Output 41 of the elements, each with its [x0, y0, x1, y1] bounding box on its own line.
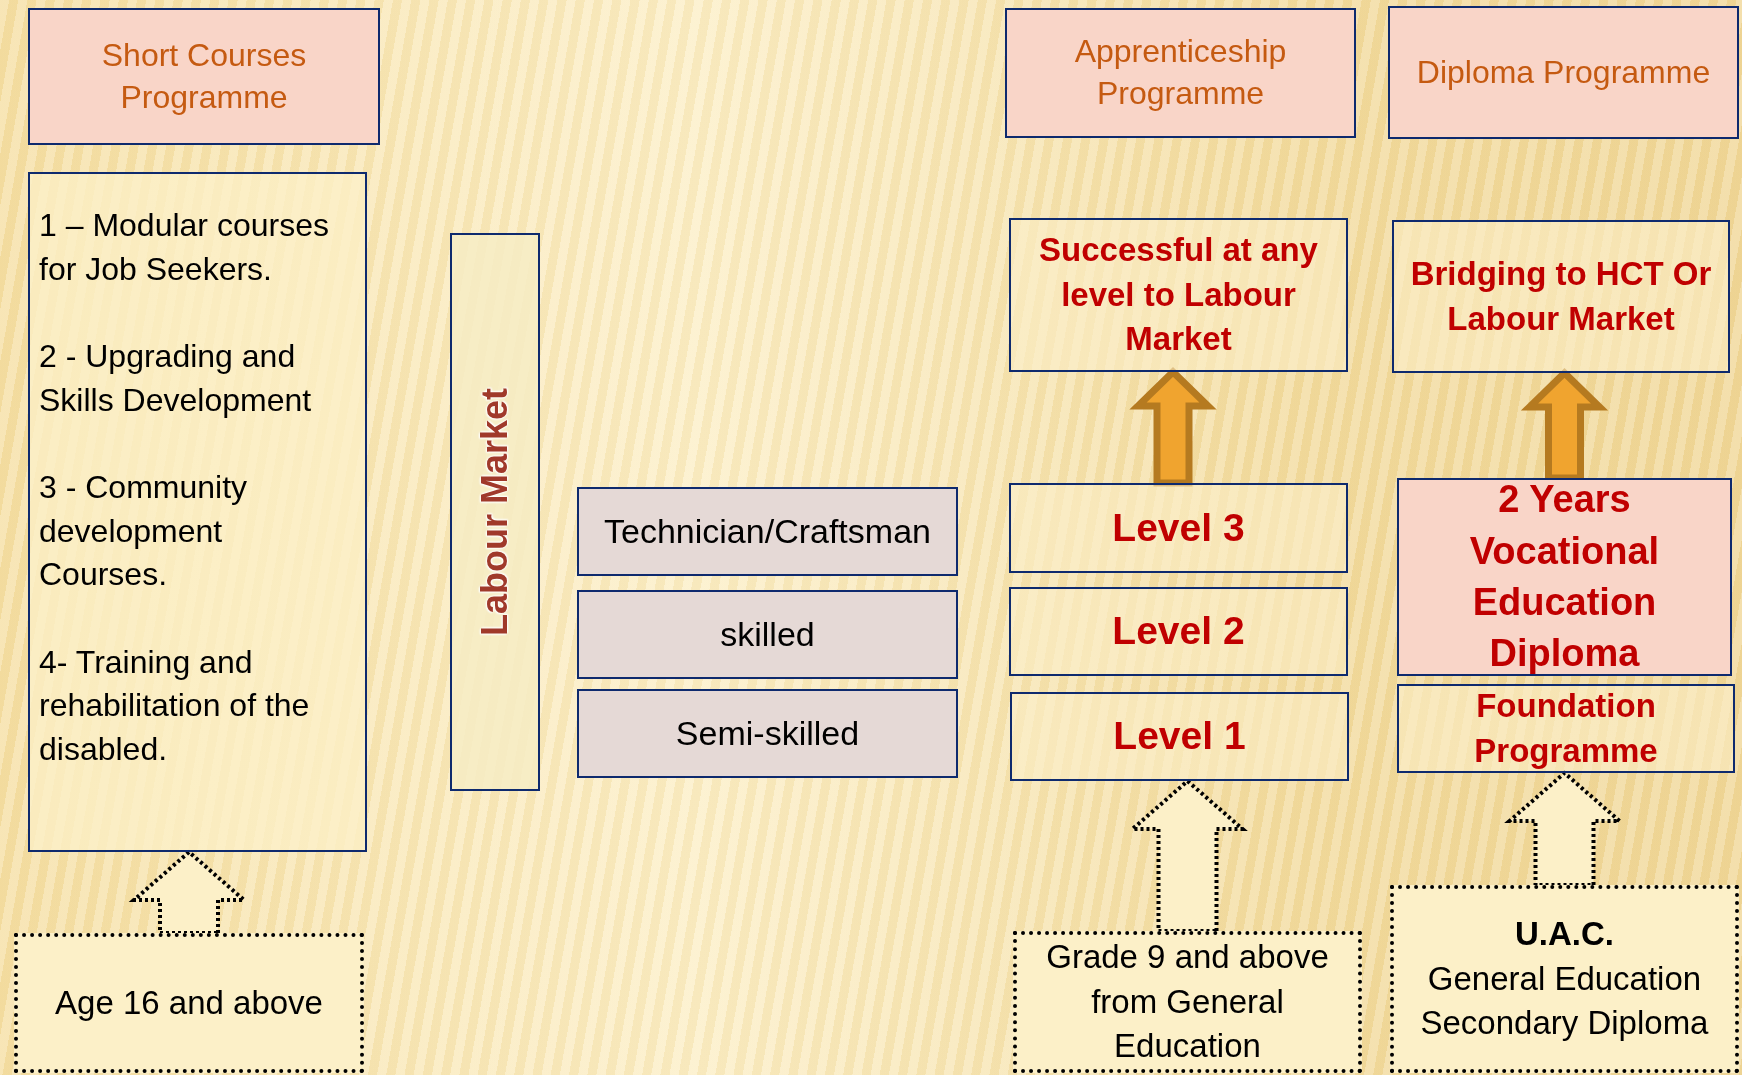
outcome-box — [1392, 220, 1730, 373]
course-list-box — [28, 172, 367, 852]
heading-text: U.A.C. — [1515, 914, 1614, 955]
skill-level-box — [577, 487, 958, 576]
box-text: Successful at any level to Labour Market — [1038, 230, 1319, 360]
box-text: Foundation Programme — [1473, 685, 1659, 771]
entry-requirement-box — [1390, 885, 1739, 1073]
box-text: Apprenticeship Programme — [1073, 32, 1288, 113]
programme-box — [1388, 6, 1739, 139]
block-arrow — [1129, 367, 1217, 487]
box-text: Level 3 — [1112, 504, 1245, 551]
box-text: Technician/Craftsman — [604, 512, 931, 551]
box-text: 2 Years Vocational Education Diploma — [1468, 477, 1661, 677]
box-text: Grade 9 and above from General Education — [1045, 937, 1330, 1067]
box-text: Level 2 — [1112, 608, 1245, 655]
box-text: Bridging to HCT Or Labour Market — [1409, 253, 1713, 339]
box-text: General Education Secondary Diploma — [1419, 958, 1710, 1044]
outcome-box — [1009, 218, 1348, 372]
skill-level-box — [577, 689, 958, 778]
box-text: Diploma Programme — [1416, 52, 1711, 92]
box-text: Labour Market — [474, 388, 516, 636]
labour-market-bar — [450, 233, 540, 791]
box-text: 2 - Upgrading and Skills Development — [39, 337, 313, 420]
outcome-box — [1397, 684, 1735, 773]
outcome-box — [1009, 483, 1348, 573]
programme-box — [28, 8, 380, 145]
entry-requirement-box — [1013, 931, 1362, 1073]
outcome-box — [1010, 692, 1349, 781]
outcome-box — [1009, 587, 1348, 676]
skill-level-box — [577, 590, 958, 679]
outcome-box — [1397, 478, 1732, 676]
box-text: skilled — [720, 615, 815, 654]
box-text: 4- Training and rehabilitation of the disabled. — [39, 642, 311, 769]
box-text: Level 1 — [1113, 713, 1246, 760]
box-text: Age 16 and above — [55, 982, 323, 1023]
programme-box — [1005, 8, 1356, 138]
box-text: Semi-skilled — [675, 714, 860, 753]
box-text: 1 – Modular courses for Job Seekers. — [39, 206, 330, 289]
box-text: Short Courses Programme — [100, 35, 308, 117]
entry-requirement-box — [14, 933, 364, 1073]
box-text: 3 - Community development Courses. — [39, 468, 249, 595]
